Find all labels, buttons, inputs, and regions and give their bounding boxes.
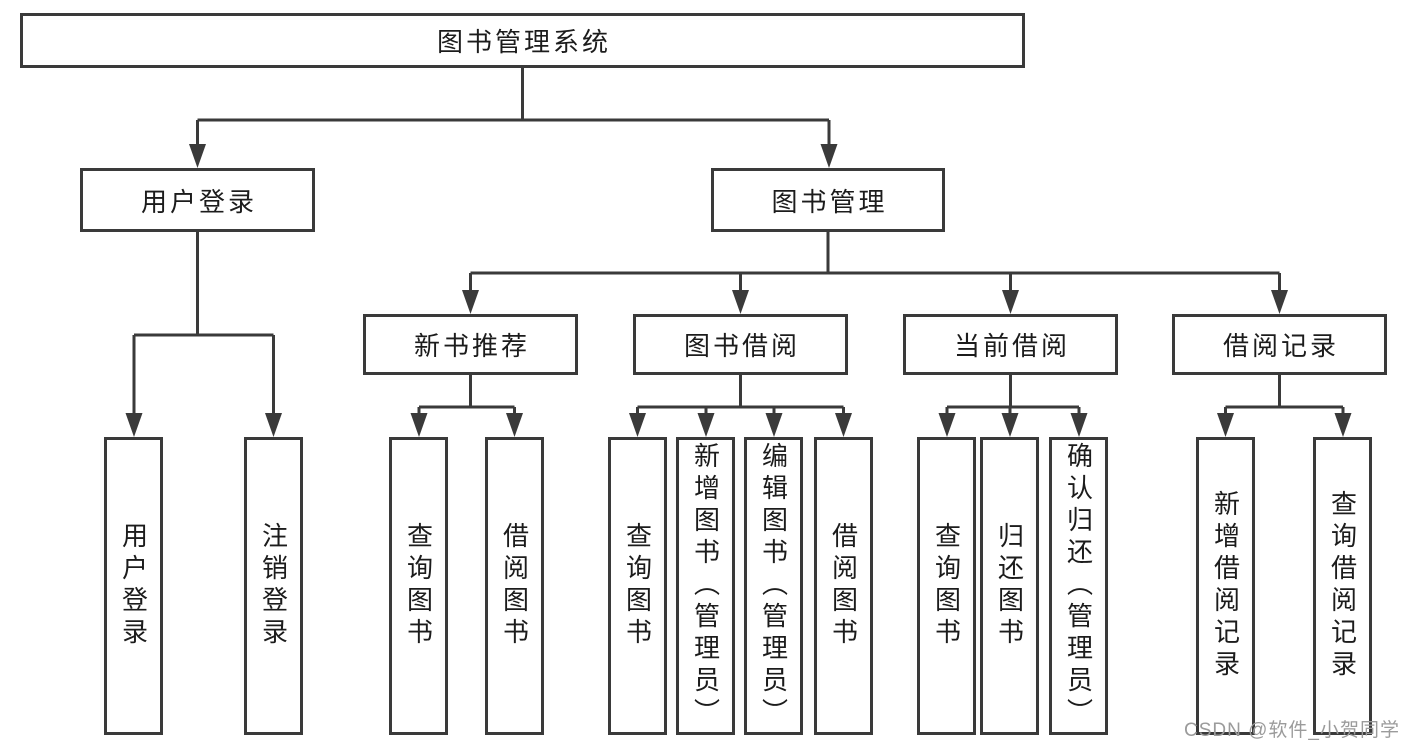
leaf-edit-book-admin: 编辑图书（管理员） — [744, 437, 803, 735]
node-borrow-record: 借阅记录 — [1172, 314, 1387, 375]
arrowhead-icon — [820, 144, 838, 168]
node-new-book-recommend: 新书推荐 — [363, 314, 578, 375]
node-label: 新增借阅记录 — [1210, 490, 1241, 682]
connector-borrow-record-group — [1224, 375, 1345, 415]
node-label: 借阅记录 — [1222, 331, 1339, 361]
arrowhead-icon — [1271, 290, 1288, 314]
node-label: 查询图书 — [622, 522, 653, 650]
arrowhead-icon — [1001, 413, 1019, 437]
arrowhead-icon — [1070, 413, 1088, 437]
arrowhead-icon — [265, 413, 282, 437]
node-label: 图书借阅 — [683, 331, 800, 361]
leaf-borrow-book-recommend: 借阅图书 — [485, 437, 544, 735]
arrowhead-icon — [410, 413, 428, 437]
arrowhead-icon — [189, 144, 206, 168]
connector-book-borrow-group — [636, 375, 845, 415]
node-label: 当前借阅 — [953, 331, 1070, 361]
leaf-add-borrow-record: 新增借阅记录 — [1196, 437, 1255, 735]
leaf-query-book-recommend: 查询图书 — [389, 437, 448, 735]
node-label: 查询图书 — [403, 522, 434, 650]
arrowhead-icon — [1334, 413, 1352, 437]
node-label: 图书管理系统 — [436, 27, 611, 57]
node-label: 用户登录 — [140, 186, 257, 217]
arrowhead-icon — [1217, 413, 1234, 437]
leaf-return-book: 归还图书 — [980, 437, 1039, 735]
node-label: 借阅图书 — [499, 522, 530, 650]
arrowhead-icon — [732, 290, 749, 314]
node-label: 确认归还（管理员） — [1063, 442, 1094, 730]
leaf-confirm-return-admin: 确认归还（管理员） — [1049, 437, 1108, 735]
node-book-management: 图书管理 — [711, 168, 945, 232]
arrowhead-icon — [506, 413, 523, 437]
arrowhead-icon — [629, 413, 646, 437]
node-label: 借阅图书 — [828, 522, 859, 650]
node-label: 归还图书 — [994, 522, 1025, 650]
connector-user-login-group — [132, 232, 275, 415]
node-label: 注销登录 — [258, 522, 289, 650]
csdn-watermark: CSDN @软件_小贺同学 — [1184, 720, 1400, 741]
node-label: 查询图书 — [931, 522, 962, 650]
connector-book-management-group — [469, 232, 1281, 292]
arrowheads — [125, 144, 1352, 437]
node-label: 新增图书（管理员） — [690, 442, 721, 730]
node-label: 图书管理 — [771, 186, 888, 217]
connector-new-book-group — [417, 375, 516, 415]
arrowhead-icon — [938, 413, 956, 437]
node-book-borrow: 图书借阅 — [633, 314, 848, 375]
node-label: 查询借阅记录 — [1327, 490, 1358, 682]
arrowhead-icon — [765, 413, 783, 437]
arrowhead-icon — [835, 413, 852, 437]
node-root-system: 图书管理系统 — [20, 13, 1025, 68]
node-label: 新书推荐 — [413, 331, 530, 361]
node-user-login: 用户登录 — [80, 168, 315, 232]
node-current-borrow: 当前借阅 — [903, 314, 1118, 375]
leaf-query-borrow-record: 查询借阅记录 — [1313, 437, 1372, 735]
node-label: 编辑图书（管理员） — [758, 442, 789, 730]
connector-current-borrow-group — [945, 375, 1081, 415]
leaf-user-login: 用户登录 — [104, 437, 163, 735]
arrowhead-icon — [697, 413, 715, 437]
leaf-add-book-admin: 新增图书（管理员） — [676, 437, 735, 735]
arrowhead-icon — [125, 413, 143, 437]
leaf-query-book-borrow: 查询图书 — [608, 437, 667, 735]
arrowhead-icon — [462, 290, 479, 314]
leaf-query-book-current: 查询图书 — [917, 437, 976, 735]
node-label: 用户登录 — [118, 522, 149, 650]
arrowhead-icon — [1002, 290, 1019, 314]
leaf-borrow-book: 借阅图书 — [814, 437, 873, 735]
connector-root-to-level2 — [196, 68, 831, 146]
leaf-logout: 注销登录 — [244, 437, 303, 735]
